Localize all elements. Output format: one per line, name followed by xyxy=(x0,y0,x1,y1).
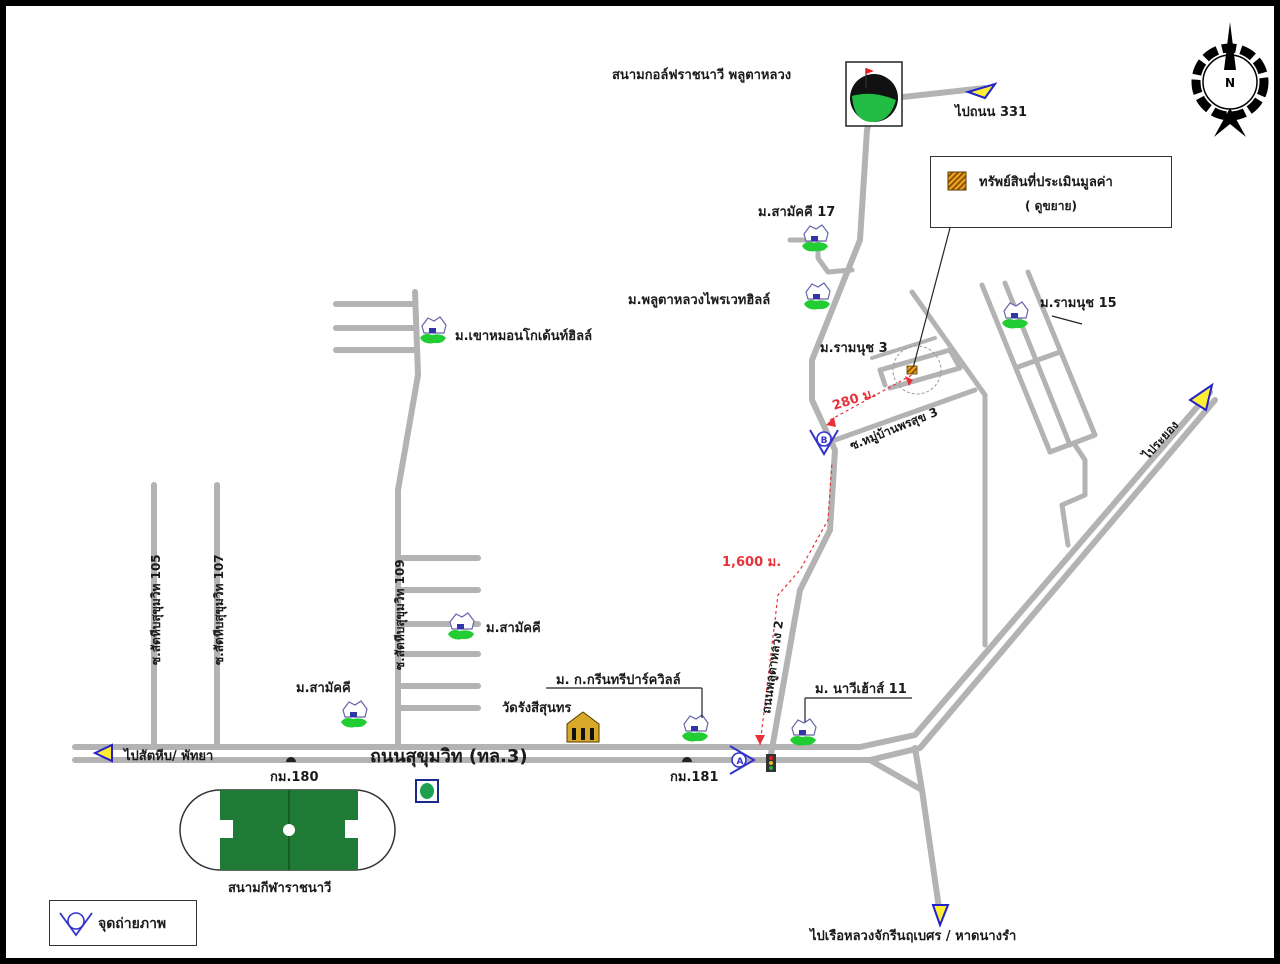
sukhumvit-road-label: ถนนสุขุมวิท (ทล.3) xyxy=(370,746,528,768)
direction-arrows xyxy=(92,82,1214,928)
gas-station-icon xyxy=(415,779,439,803)
temple-icon xyxy=(566,711,600,743)
road-soi-109 xyxy=(395,289,421,750)
road-sukhumvit-upper xyxy=(72,389,1213,750)
km-marker-181-icon xyxy=(682,757,692,762)
arrow-to-sattahip-icon xyxy=(92,743,113,763)
village-navy-house-11-label: ม. นาวีเฮ้าส์ 11 xyxy=(815,681,907,697)
village-icon xyxy=(801,224,829,253)
soi-105-label: ซ.สัตหีบสุขุมวิท 105 xyxy=(149,554,164,665)
arrow-to-331-icon xyxy=(964,82,998,100)
to-rayong-label: ไประยอง xyxy=(1138,417,1182,463)
property-legend: ทรัพย์สินที่ประเมินมูลค่า ( ดูขยาย) xyxy=(930,156,1172,228)
village-ramanut-3-label: ม.รามนุช 3 xyxy=(820,341,888,356)
property-marker-icon xyxy=(906,365,918,375)
village-icon xyxy=(789,718,817,747)
traffic-light-icon xyxy=(766,754,776,772)
village-icon xyxy=(447,612,475,641)
soi-107-label: ซ.สัตหีบสุขุมวิท 107 xyxy=(212,554,227,665)
north-arrow-icon: N xyxy=(1191,22,1269,137)
to-sattahip-label: ไปสัตหีบ/ พัทยา xyxy=(122,747,213,764)
distance-indicators xyxy=(755,345,942,746)
photo-point-a-label: A xyxy=(737,757,744,767)
road-ramanut3-loop xyxy=(877,347,963,391)
village-plutaluang-private-label: ม.พลูตาหลวงไพรเวทฮิลล์ xyxy=(628,291,770,308)
stadium-label: สนามกีฬาราชนาวี xyxy=(228,880,331,896)
road-ramanut15-south xyxy=(1059,442,1088,548)
village-icon xyxy=(340,700,368,729)
road-ramanut15-3 xyxy=(1025,269,1098,455)
village-khaomon-label: ม.เขาหมอนโกเด้นท์ฮิลล์ xyxy=(455,327,592,344)
distance-280-label: 280 ม. xyxy=(831,386,879,414)
road-east-1 xyxy=(909,289,988,648)
photo-point-b-label: B xyxy=(821,436,828,446)
photo-point-b[interactable]: B xyxy=(809,429,839,455)
road-ramanut15-cross xyxy=(1015,349,1063,370)
property-legend-label: ทรัพย์สินที่ประเมินมูลค่า xyxy=(979,175,1113,190)
photo-point-legend: จุดถ่ายภาพ xyxy=(49,900,197,946)
arrow-to-south-icon xyxy=(931,904,950,928)
village-icon xyxy=(419,316,447,345)
road-network xyxy=(72,85,1218,918)
village-samakkhi-west-label: ม.สามัคคี xyxy=(296,680,351,696)
village-samakkhi-17-label: ม.สามัคคี 17 xyxy=(758,204,835,220)
km-marker-180-icon xyxy=(286,757,296,762)
village-greentree-label: ม. ก.กรีนทรีปาร์ควิลล์ xyxy=(556,672,681,688)
golf-course-icon xyxy=(845,61,903,127)
north-label: N xyxy=(1225,76,1235,90)
road-sukhumvit-lower xyxy=(72,397,1218,763)
road-ramanut3-loop-2 xyxy=(870,336,937,360)
soi-109-label: ซ.สัตหีบสุขุมวิท 109 xyxy=(393,559,408,670)
road-soi-pornsuk-3 xyxy=(832,387,978,443)
distance-1600-label: 1,600 ม. xyxy=(722,555,781,570)
km181-label: กม.181 xyxy=(670,770,719,785)
village-icon xyxy=(803,282,831,311)
photo-point-a[interactable]: A xyxy=(729,745,755,775)
property-legend-sub: ( ดูขยาย) xyxy=(1025,199,1077,213)
village-icon xyxy=(681,714,709,743)
property-hatch-icon xyxy=(947,171,967,191)
village-icon xyxy=(1001,301,1029,330)
road-south-branch-2 xyxy=(912,745,925,793)
to-331-label: ไปถนน 331 xyxy=(953,103,1027,120)
to-south-label: ไปเรือหลวงจักรีนฤเบศร / หาดนางรำ xyxy=(808,927,1016,944)
leader-lines xyxy=(546,227,1083,722)
photo-point-legend-label: จุดถ่ายภาพ xyxy=(98,916,167,932)
photo-point-icon xyxy=(59,912,93,937)
golf-course-label: สนามกอล์ฟราชนาวี พลูตาหลวง xyxy=(612,67,791,83)
temple-label: วัดรังสีสุนทร xyxy=(502,700,571,716)
km180-label: กม.180 xyxy=(270,770,319,785)
arrow-to-rayong-icon xyxy=(1188,382,1214,412)
road-south-branch xyxy=(867,757,943,918)
village-samakkhi-label: ม.สามัคคี xyxy=(486,620,541,636)
stadium-icon xyxy=(179,789,396,871)
village-ramanut-15-label: ม.รามนุช 15 xyxy=(1040,296,1117,311)
